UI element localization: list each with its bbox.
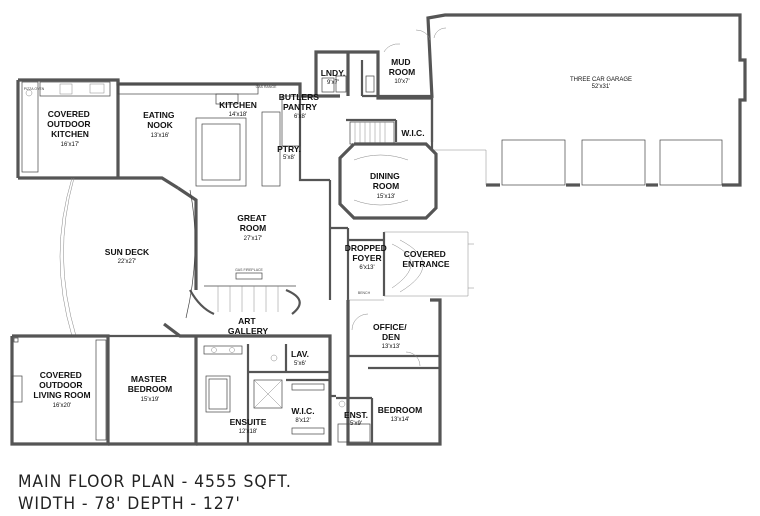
room-office-den-size: 13'x13' [382,344,401,350]
garage-walls [426,13,747,187]
room-master-bedroom-name: MASTER BEDROOM [128,374,172,394]
room-lav-size: 5'x6' [294,361,306,367]
room-dining-room-size: 15'x13' [377,194,396,200]
room-pantry-size: 5'x8' [283,155,295,161]
room-covered-outdoor-living-size: 16'x20' [53,403,72,409]
room-covered-outdoor-kitchen-size: 16'x17' [61,142,80,148]
north-wing-walls [16,50,434,190]
room-art-gallery-name: ART GALLERY [228,316,269,336]
gas-fireplace-label: GAS FIREPLACE [235,268,263,272]
room-laundry-size: 9'x7' [327,80,339,86]
ens-fixtures [337,400,371,443]
sun-deck [59,177,196,338]
room-lav-name: LAV. [291,349,309,359]
gas-range-label: GAS RANGE [256,85,277,89]
room-garage-name: THREE CAR GARAGE [570,77,632,83]
room-laundry-name: LNDY. [321,68,346,78]
pizza-oven-label: PIZZA OVEN [24,87,45,91]
room-ens-name: ENST. [344,410,368,420]
bench-label: BENCH [358,291,371,295]
central-stairs: GAS FIREPLACE [189,268,301,316]
room-covered-entrance-name: COVERED ENTRANCE [402,249,450,269]
room-master-bedroom-size: 15'x19' [141,397,160,403]
room-butlers-pantry-name: BUTLERS PANTRY [279,92,322,112]
room-wic-upper-name: W.I.C. [401,128,424,138]
laundry-fixtures [321,29,431,93]
room-great-room-size: 27'x17' [244,236,263,242]
room-covered-outdoor-kitchen-name: COVERED OUTDOOR KITCHEN [47,109,93,139]
room-butlers-pantry-size: 6'x8' [294,114,306,120]
room-covered-outdoor-living-name: COVERED OUTDOOR LIVING ROOM [33,370,90,400]
plan-caption: MAIN FLOOR PLAN - 4555 SQFT. WIDTH - 78'… [18,470,338,514]
dining-walls [338,142,438,220]
room-dropped-foyer-name: DROPPED FOYER [345,243,389,263]
room-sun-deck-name: SUN DECK [105,247,150,257]
room-sun-deck-size: 22'x27' [118,259,137,265]
plan-title: MAIN FLOOR PLAN - 4555 SQFT. [18,472,292,492]
room-dropped-foyer-size: 6'x13' [359,265,374,271]
room-office-den-name: OFFICE/ DEN [373,322,409,342]
room-ens-size: 5'x9' [350,421,362,427]
room-mud-room-name: MUD ROOM [389,57,415,77]
outdoor-kitchen-counters: PIZZA OVEN [21,81,111,173]
garage-doors [501,139,723,186]
stairs-north [349,121,395,145]
room-garage-size: 52'x31' [592,84,611,90]
ensuite-fixtures [203,345,325,435]
kitchen-fixtures: GAS RANGE [117,83,301,187]
room-ensuite-size: 12'x18' [239,429,258,435]
plan-dimensions: WIDTH - 78' DEPTH - 127' [18,494,241,514]
room-pantry-name: PTRY. [277,144,301,154]
room-kitchen-size: 14'x18' [229,112,248,118]
entrance-walls: BENCH [348,231,474,297]
south-wing-walls [10,298,442,446]
outdoor-living-fixtures [11,337,107,441]
room-bedroom-name: BEDROOM [378,405,422,415]
room-wic-master-name: W.I.C. [291,406,314,416]
room-mud-room-size: 10'x7' [394,79,409,85]
room-great-room-name: GREAT ROOM [237,213,269,233]
room-labels: COVERED OUTDOOR KITCHEN 16'x17' EATING N… [33,57,632,435]
room-kitchen-name: KITCHEN [219,100,257,110]
room-eating-nook-name: EATING NOOK [143,110,177,130]
room-bedroom-size: 13'x14' [391,417,410,423]
office-doors [351,313,421,367]
room-eating-nook-size: 13'x16' [151,133,170,139]
room-dining-room-name: DINING ROOM [370,171,402,191]
room-wic-master-size: 8'x12' [295,418,310,424]
room-ensuite-name: ENSUITE [230,417,267,427]
